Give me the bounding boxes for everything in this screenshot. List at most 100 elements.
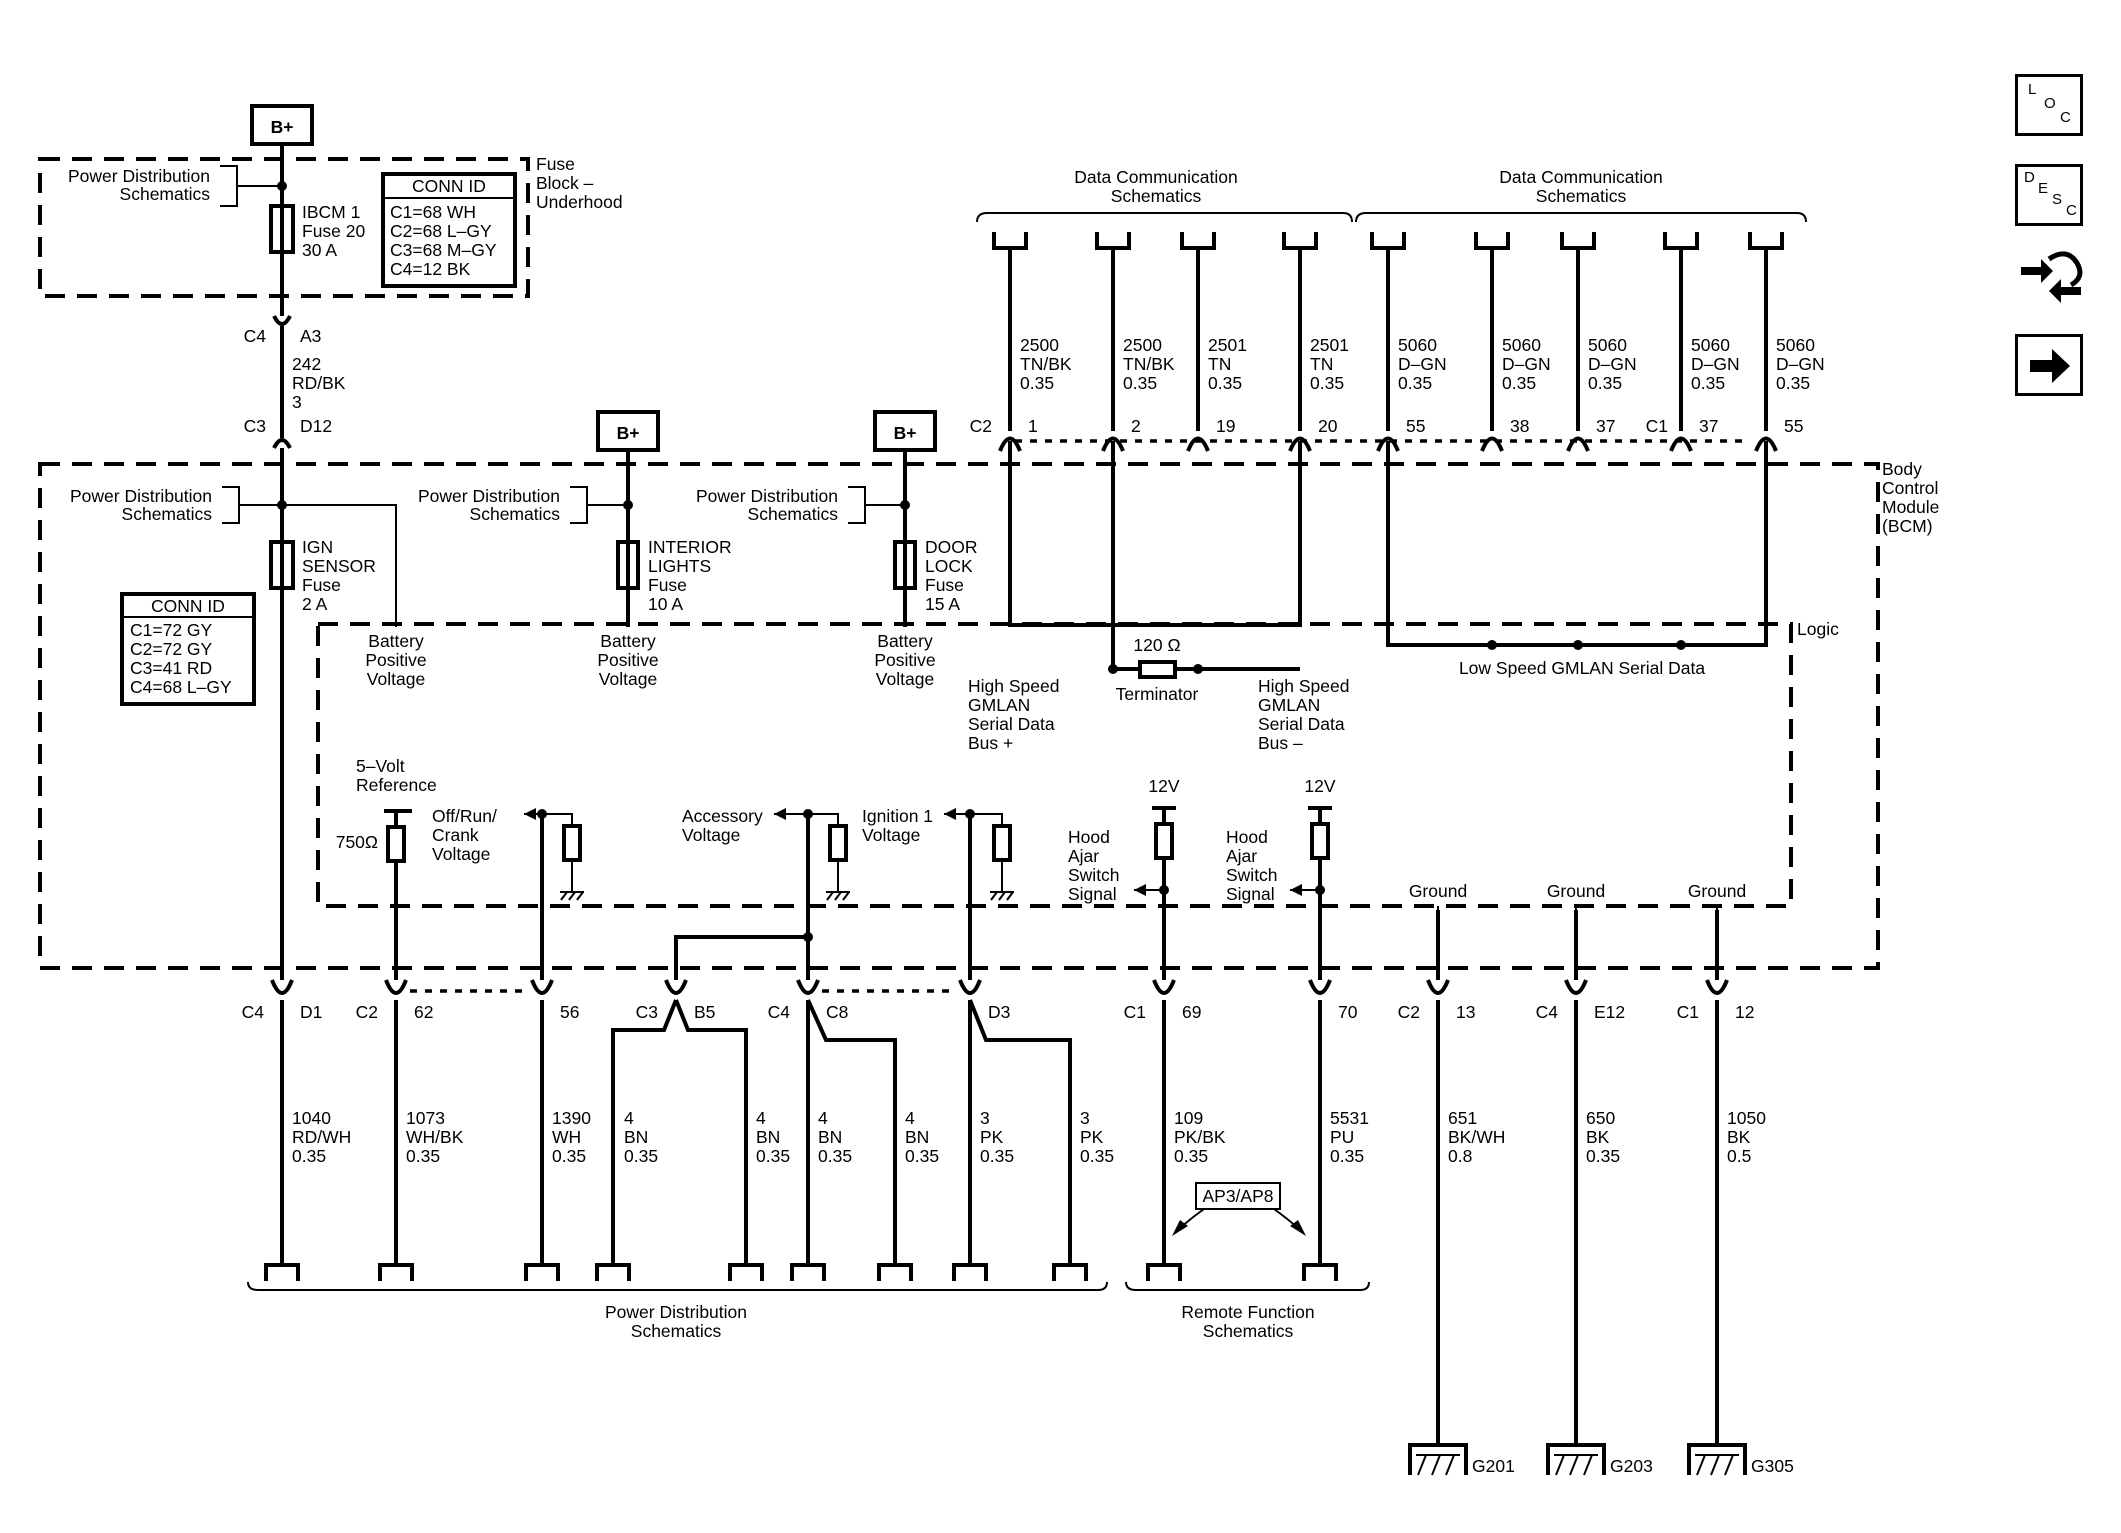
data-pin-label: 19	[1216, 416, 1235, 436]
bottom-wire-label: BK	[1727, 1127, 1751, 1147]
batt-pos-label-3: Battery	[877, 631, 933, 651]
fuse-block-label-2: Block –	[536, 173, 594, 193]
ls-connector-label: C1	[1646, 416, 1668, 436]
feed-wire-label: 242	[292, 354, 321, 374]
conn-id-table-top	[381, 172, 517, 288]
location-view-button[interactable]: L O C	[2015, 74, 2083, 136]
bottom-wire-label: 0.8	[1448, 1146, 1472, 1166]
data-communication: Data Communication Schematics Data Commu…	[968, 167, 1825, 753]
bottom-pds-label-2: Schematics	[631, 1321, 722, 1341]
bottom-wire-label: 0.35	[552, 1146, 586, 1166]
data-pin-connector	[1480, 436, 1504, 452]
ground-hatch	[1416, 1454, 1460, 1476]
bottom-connector	[1308, 979, 1332, 995]
bottom-wire-label: 0.5	[1727, 1146, 1751, 1166]
bottom-wire-label: 0.35	[1330, 1146, 1364, 1166]
door-fuse-label-2: LOCK	[925, 556, 973, 576]
ign1-pulldown-resistor	[992, 824, 1012, 862]
data-pin-label: 1	[1028, 416, 1038, 436]
resistor-750	[386, 825, 406, 863]
battery-source-label: B+	[617, 423, 640, 443]
bottom-connector	[384, 979, 408, 995]
hs-plus-label-4: Bus +	[968, 733, 1013, 753]
data-wire-label: 0.35	[1398, 373, 1432, 393]
int-fuse-label-2: LIGHTS	[648, 556, 711, 576]
fuse-block-pds-label: Power Distribution	[68, 166, 210, 186]
hood-label-2d: Signal	[1226, 884, 1275, 904]
int-fuse-label: INTERIOR	[648, 537, 732, 557]
bottom-wire-label: 0.35	[905, 1146, 939, 1166]
bottom-connector	[796, 979, 820, 995]
bottom-connector-label: C4	[242, 1002, 265, 1022]
int-pds-label: Power Distribution	[418, 486, 560, 506]
data-pin-label: 20	[1318, 416, 1338, 436]
bottom-connector-label: C2	[1398, 1002, 1420, 1022]
accessory-pulldown-resistor	[828, 824, 848, 862]
bottom-terminal	[264, 1263, 300, 1281]
feed-c4-label: C4	[244, 326, 267, 346]
ign-fuse-label: IGN	[302, 537, 333, 557]
data-comm-left-label-2: Schematics	[1111, 186, 1202, 206]
data-wire-label: D–GN	[1776, 354, 1825, 374]
feed-wire-label-2: RD/BK	[292, 373, 346, 393]
description-view-button[interactable]: D E S C	[2015, 164, 2083, 226]
bottom-wire-label-group: 1040RD/WH0.351073WH/BK0.351390WH0.354BN0…	[292, 1108, 1766, 1166]
ref5v-label-2: Reference	[356, 775, 437, 795]
data-wire-label: 2500	[1020, 335, 1059, 355]
v12-label-2: 12V	[1304, 776, 1335, 796]
feed-c3-label: C3	[244, 416, 266, 436]
bottom-connector-label: D3	[988, 1002, 1010, 1022]
conn-id-top-row: C2=68 L–GY	[390, 221, 492, 241]
bottom-wire-label: 4	[624, 1108, 634, 1128]
data-wire-label: 2501	[1208, 335, 1247, 355]
data-wire-label: TN	[1208, 354, 1231, 374]
loc-letter-o: O	[2044, 95, 2056, 112]
ign-fuse-label-4: 2 A	[302, 594, 328, 614]
conn-id-left-row: C2=72 GY	[130, 639, 213, 659]
ground-label: G203	[1610, 1456, 1653, 1476]
bottom-connector-label: C2	[356, 1002, 378, 1022]
bottom-rfs-label-2: Schematics	[1203, 1321, 1294, 1341]
bottom-connector-label: E12	[1594, 1002, 1625, 1022]
batt-pos-label-2b: Positive	[597, 650, 658, 670]
hs-minus-label: High Speed	[1258, 676, 1349, 696]
bottom-wire-label: 0.35	[292, 1146, 326, 1166]
hood-label-2b: Ajar	[1226, 846, 1257, 866]
bottom-terminal	[952, 1263, 988, 1281]
bcm-module: Body Control Module (BCM) Logic	[38, 459, 1939, 970]
ign-sensor-fuse	[269, 540, 295, 590]
bottom-connector-label: C1	[1124, 1002, 1146, 1022]
feed-d12-label: D12	[300, 416, 332, 436]
next-page-button[interactable]	[2015, 334, 2083, 396]
door-pds-label: Power Distribution	[696, 486, 838, 506]
desc-letter-s: S	[2052, 191, 2063, 208]
data-wire-label: 0.35	[1691, 373, 1725, 393]
data-pin-connector	[1566, 436, 1590, 452]
ign-fuse-label-3: Fuse	[302, 575, 341, 595]
bottom-wire-label: 0.35	[1174, 1146, 1208, 1166]
accessory-label: Accessory	[682, 806, 763, 826]
ign1-label-2: Voltage	[862, 825, 920, 845]
connector-end-view-icon[interactable]	[2015, 245, 2087, 315]
hood-label-1b: Ajar	[1068, 846, 1099, 866]
fuse-block-underhood: B+ Power Distribution Schematics IBCM 1 …	[38, 104, 623, 316]
data-wire-label: 5060	[1776, 335, 1815, 355]
bottom-wire-label: 3	[980, 1108, 990, 1128]
data-wire-group: 2500TN/BK0.3512500TN/BK0.3522501TN0.3519…	[992, 232, 1825, 452]
bottom-connector	[664, 979, 688, 995]
bottom-connector	[270, 979, 294, 995]
data-wire-label: D–GN	[1502, 354, 1551, 374]
data-comm-left-label: Data Communication	[1074, 167, 1237, 187]
bottom-connector	[1152, 979, 1176, 995]
conn-id-left-row: C4=68 L–GY	[130, 677, 232, 697]
data-wire-label: 2501	[1310, 335, 1349, 355]
data-wire-label: 0.35	[1776, 373, 1810, 393]
data-terminal	[1282, 232, 1318, 250]
conn-id-top-row: C1=68 WH	[390, 202, 476, 222]
resistor-750-label: 750Ω	[336, 832, 378, 852]
door-fuse-label-4: 15 A	[925, 594, 960, 614]
bottom-terminal	[728, 1263, 764, 1281]
data-wire-label: D–GN	[1588, 354, 1637, 374]
